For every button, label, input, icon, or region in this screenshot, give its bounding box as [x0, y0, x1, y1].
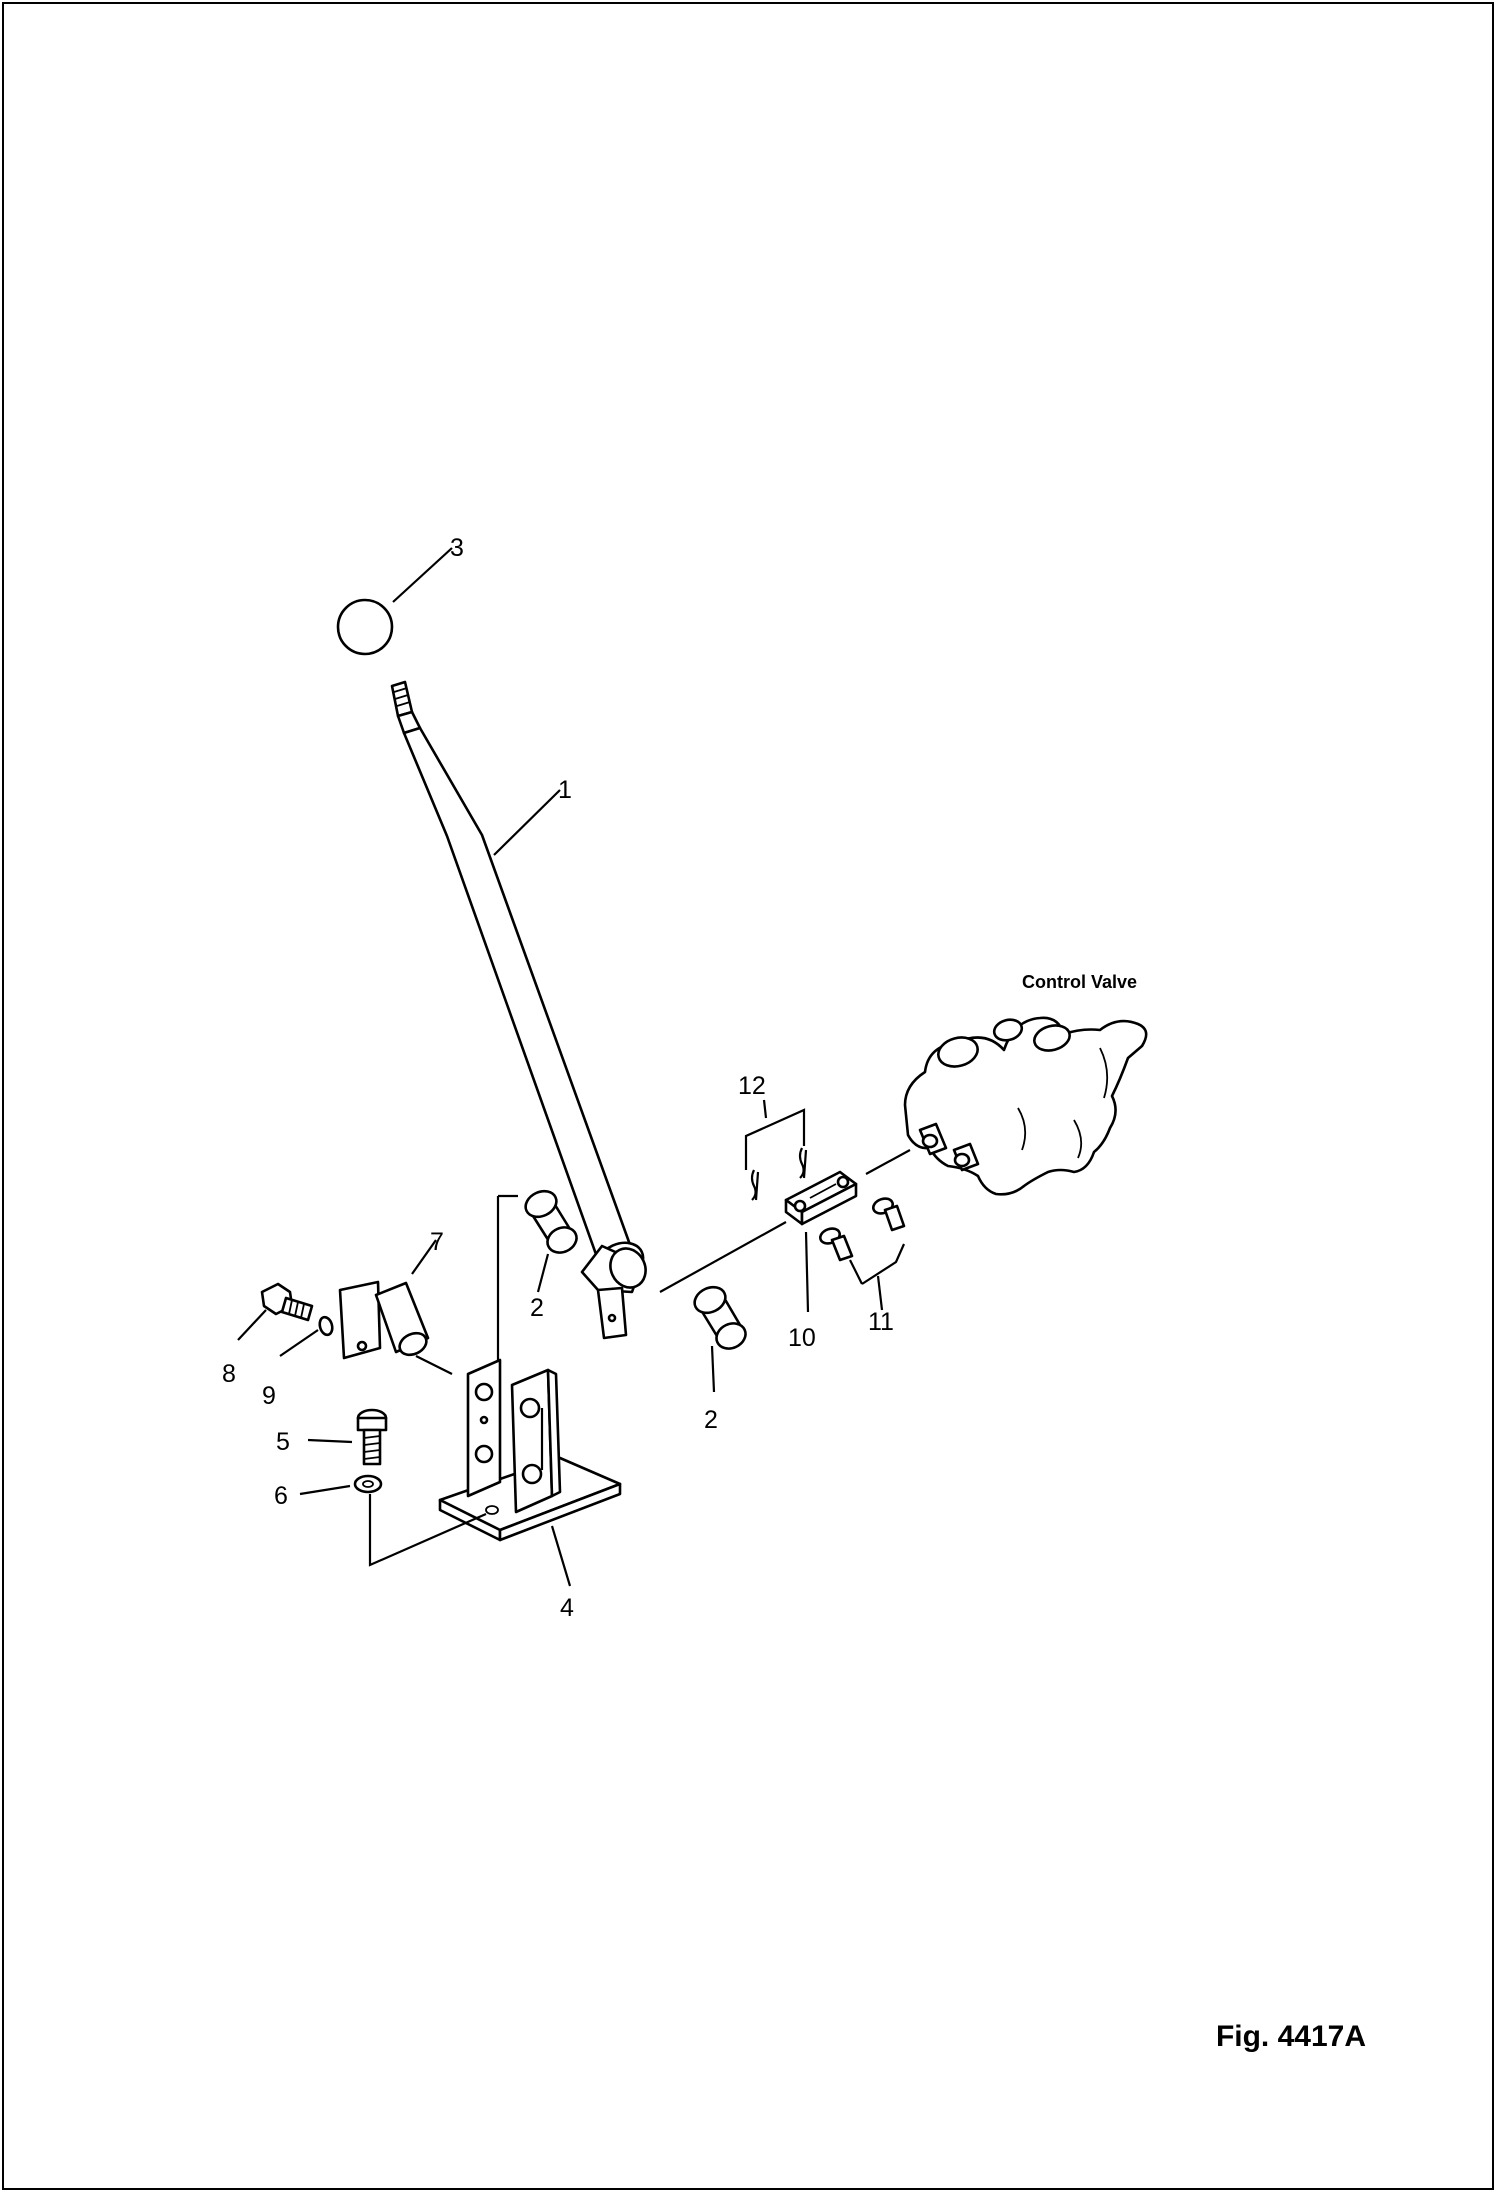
- part-8-bolt: [260, 1282, 314, 1322]
- label-part-6: 6: [274, 1482, 288, 1510]
- label-part-1: 1: [558, 776, 572, 804]
- part-labels: 3 1 2 2 7 8 9 5 6 4 10 11 12 Control Val…: [222, 534, 1137, 1622]
- part-4-bracket: [438, 1358, 622, 1542]
- part-12-cotter-pins: [750, 1147, 808, 1201]
- control-valve: [903, 1016, 1148, 1196]
- label-part-3: 3: [450, 534, 464, 562]
- assembly-lines: [368, 1149, 911, 1567]
- figure-number: Fig. 4417A: [1215, 2020, 1366, 2053]
- label-part-12: 12: [738, 1072, 766, 1100]
- part-10-clevis: [784, 1170, 858, 1226]
- label-part-11: 11: [868, 1308, 894, 1336]
- part-11-pins: [819, 1197, 906, 1262]
- label-part-2-upper: 2: [530, 1294, 544, 1322]
- label-control-valve: Control Valve: [1022, 972, 1137, 992]
- label-part-5: 5: [276, 1428, 290, 1456]
- part-9-washer: [318, 1315, 334, 1337]
- part-7-pin: [338, 1280, 430, 1360]
- part-5-bolt: [356, 1408, 388, 1466]
- label-part-4: 4: [560, 1594, 574, 1622]
- label-part-8: 8: [222, 1360, 236, 1388]
- part-1-lever: [390, 680, 647, 1340]
- label-part-2-lower: 2: [704, 1406, 718, 1434]
- part-3-knob: [336, 598, 394, 656]
- part-2-bushing-upper: [524, 1189, 578, 1254]
- label-part-9: 9: [262, 1382, 276, 1410]
- label-part-7: 7: [430, 1228, 444, 1256]
- leader-lines: [237, 547, 906, 1587]
- label-part-10: 10: [788, 1324, 816, 1352]
- part-6-washer: [353, 1474, 383, 1494]
- part-2-bushing-lower: [693, 1285, 747, 1350]
